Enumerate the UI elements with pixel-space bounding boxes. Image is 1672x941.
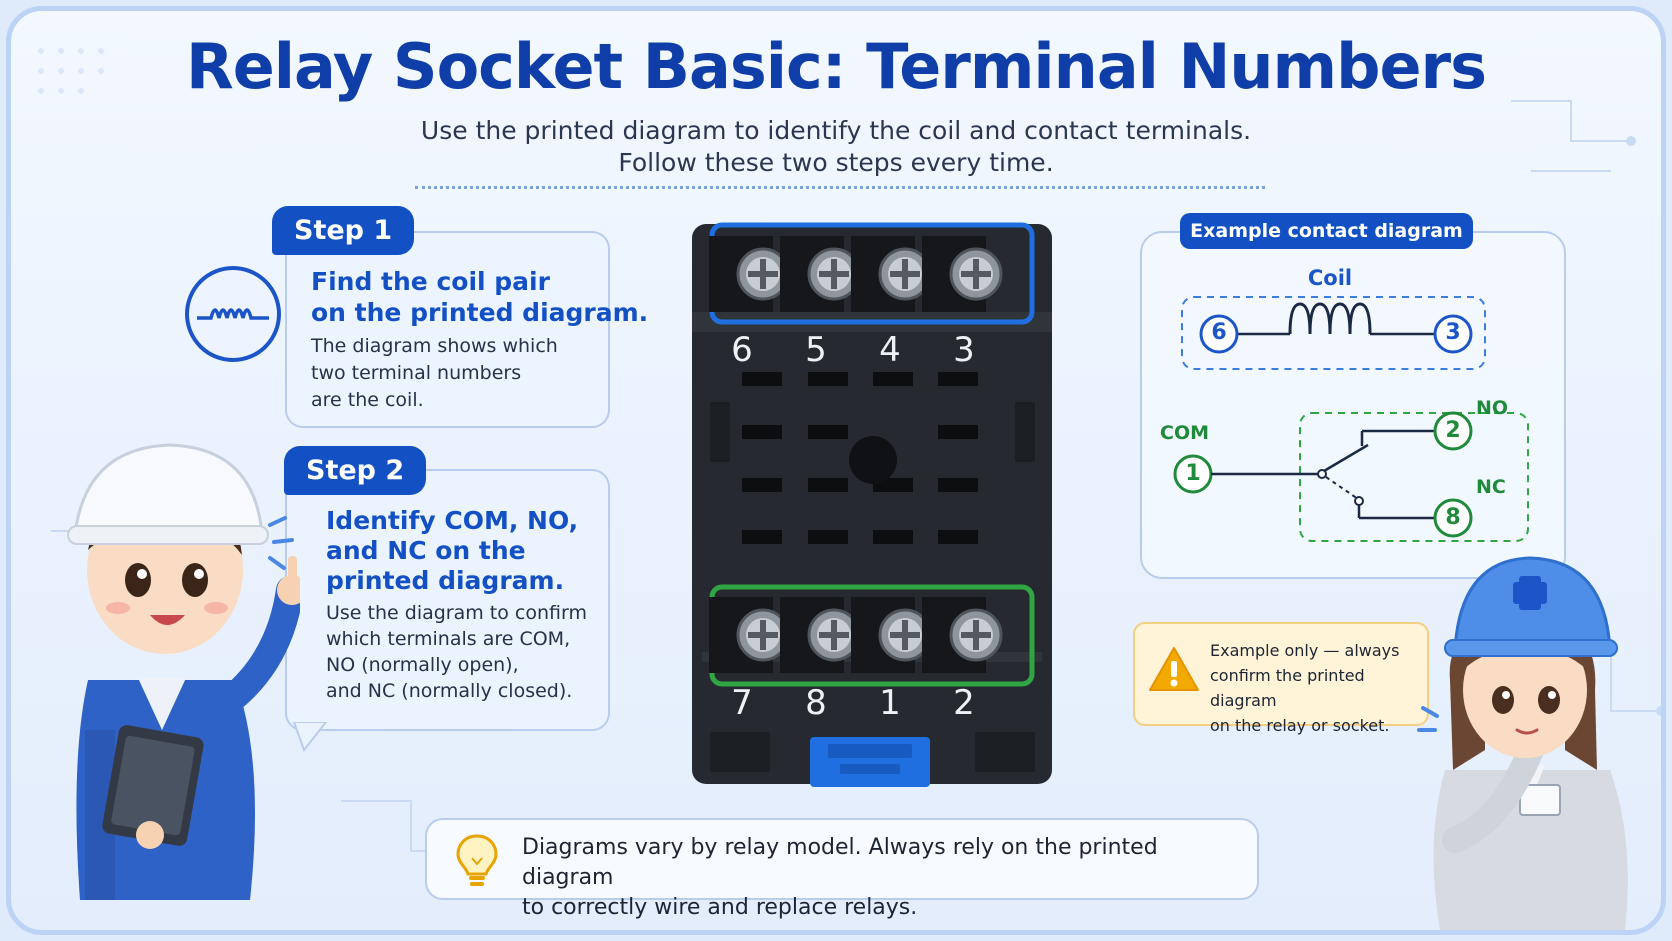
bottom-terminal-label: 8 — [805, 683, 827, 723]
bottom-terminal-screw — [851, 597, 932, 673]
step2-tab: Step 2 — [284, 446, 427, 495]
step2-heading-line-2: and NC on the — [326, 536, 526, 565]
socket-slot — [742, 530, 782, 544]
step1-body-line-2: two terminal numbers — [311, 362, 522, 384]
step2-body-line-2: which terminals are COM, — [326, 628, 571, 650]
socket-slot — [873, 530, 913, 544]
warning-text: Example only — always confirm the printe… — [1210, 638, 1430, 738]
lightbulb-icon — [456, 834, 498, 886]
socket-slot — [808, 425, 848, 439]
socket-slot — [938, 478, 978, 492]
top-terminal-label: 5 — [805, 330, 827, 370]
engineer-boy-illustration — [67, 443, 300, 900]
bottom-terminal-numbers: 7 8 1 2 — [712, 683, 1012, 727]
subtitle-line-1: Use the printed diagram to identify the … — [420, 116, 1252, 145]
divider — [415, 186, 1265, 189]
relay-socket-illustration — [692, 222, 1052, 787]
coil-label: Coil — [1307, 266, 1353, 290]
step1-body-line-1: The diagram shows which — [311, 335, 558, 357]
example-diagram-card — [1140, 231, 1566, 579]
coil-terminal-left: 6 — [1211, 320, 1227, 345]
nc-terminal: 8 — [1445, 505, 1461, 530]
warning-icon — [1149, 647, 1199, 691]
top-terminal-label: 3 — [953, 330, 975, 370]
top-terminal-numbers: 6 5 4 3 — [712, 330, 1012, 374]
socket-slot — [938, 530, 978, 544]
top-terminal-label: 4 — [879, 330, 901, 370]
socket-slot — [808, 478, 848, 492]
step2-heading-line-3: printed diagram. — [326, 566, 565, 595]
step2-card — [285, 469, 610, 731]
socket-slot — [938, 425, 978, 439]
coil-terminal-right: 3 — [1445, 320, 1461, 345]
contact-diagram — [1173, 296, 1529, 542]
note-text: Diagrams vary by relay model. Always rel… — [522, 833, 1242, 923]
step1-card — [285, 231, 610, 428]
subtitle-line-2: Follow these two steps every time. — [618, 148, 1054, 177]
step2-heading-line-1: Identify COM, NO, — [326, 506, 579, 535]
bottom-terminal-screw — [922, 597, 1003, 673]
top-terminal-screw — [780, 236, 861, 312]
socket-slot — [808, 372, 848, 386]
step2-body-line-4: and NC (normally closed). — [326, 680, 573, 702]
no-terminal: 2 — [1445, 418, 1461, 443]
bottom-terminal-label: 7 — [731, 683, 753, 723]
socket-slot — [742, 372, 782, 386]
step2-body-line-1: Use the diagram to confirm — [326, 602, 587, 624]
page-title: Relay Socket Basic: Terminal Numbers — [185, 30, 1487, 103]
step1-heading-line-2: on the printed diagram. — [311, 298, 649, 327]
warning-line-2: confirm the printed diagram — [1210, 666, 1365, 710]
bottom-terminal-label: 1 — [879, 683, 901, 723]
note-line-2: to correctly wire and replace relays. — [522, 895, 918, 920]
step2-body-line-3: NO (normally open), — [326, 654, 519, 676]
coil-icon — [185, 266, 281, 362]
top-terminal-label: 6 — [731, 330, 753, 370]
warning-line-1: Example only — always — [1210, 641, 1400, 660]
step1-body-line-3: are the coil. — [311, 389, 424, 411]
socket-slot — [873, 372, 913, 386]
com-terminal: 1 — [1185, 461, 1201, 486]
top-terminal-screw — [922, 236, 1003, 312]
warning-line-3: on the relay or socket. — [1210, 716, 1390, 735]
bottom-terminal-screw — [780, 597, 861, 673]
socket-slot — [808, 530, 848, 544]
top-terminal-screw — [709, 236, 790, 312]
bottom-note — [425, 818, 1259, 900]
note-line-1: Diagrams vary by relay model. Always rel… — [522, 835, 1158, 890]
no-label: NO — [1476, 397, 1509, 419]
nc-label: NC — [1476, 476, 1506, 498]
com-label: COM — [1160, 422, 1210, 444]
socket-slot — [938, 372, 978, 386]
bottom-terminal-screw — [709, 597, 790, 673]
step1-heading-line-1: Find the coil pair — [311, 267, 550, 296]
engineer-girl-illustration — [1417, 556, 1628, 930]
bottom-terminal-label: 2 — [953, 683, 975, 723]
step1-tab: Step 1 — [272, 206, 415, 255]
socket-slot — [742, 478, 782, 492]
speech-tail — [292, 722, 328, 752]
socket-slot — [742, 425, 782, 439]
example-diagram-tab: Example contact diagram — [1180, 213, 1473, 249]
